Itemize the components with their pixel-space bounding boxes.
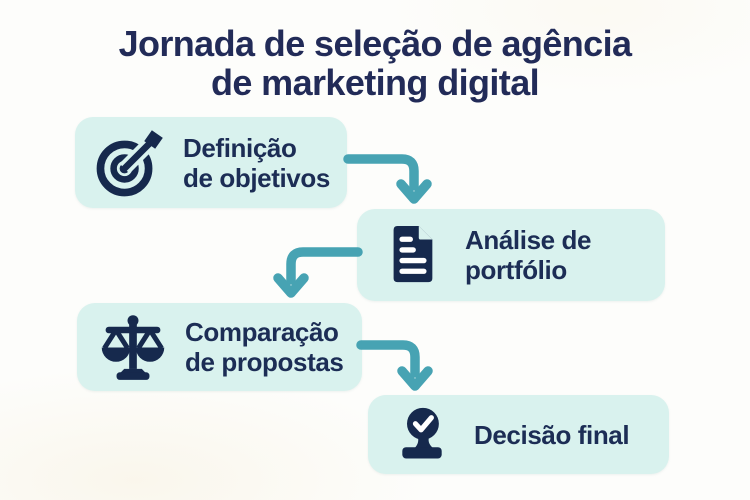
arrow-step3-to-step4 xyxy=(356,340,433,391)
step-label-line1: Definição xyxy=(183,132,297,163)
stamp-check-icon xyxy=(390,405,454,465)
step-card-decisao-final: Decisão final xyxy=(368,395,669,474)
document-icon xyxy=(379,222,445,288)
step-label-line2: de objetivos xyxy=(183,162,330,193)
step-label: Decisão final xyxy=(474,419,630,450)
step-label-line1: Decisão final xyxy=(474,419,630,450)
step-label: Análise de portfólio xyxy=(465,225,591,285)
step-label-line2: portfólio xyxy=(465,255,567,285)
page-title-line1: Jornada de seleção de agência xyxy=(118,23,632,64)
page-title-line2: de marketing digital xyxy=(210,62,540,103)
step-card-analise-de-portfolio: Análise de portfólio xyxy=(357,209,665,301)
page-title: Jornada de seleção de agência de marketi… xyxy=(0,24,750,102)
step-card-definicao-de-objetivos: Definição de objetivos xyxy=(75,117,347,208)
scales-icon xyxy=(95,313,171,381)
step-label-line1: Comparação xyxy=(185,317,339,347)
arrow-step2-to-step3 xyxy=(273,247,363,298)
step-label-line2: de propostas xyxy=(185,347,344,377)
step-label: Comparação de propostas xyxy=(185,317,344,377)
target-dart-icon xyxy=(95,128,165,198)
step-label-line1: Análise de xyxy=(465,225,592,255)
step-label: Definição de objetivos xyxy=(183,133,330,193)
arrow-step1-to-step2 xyxy=(343,154,432,204)
step-card-comparacao-de-propostas: Comparação de propostas xyxy=(77,303,362,391)
